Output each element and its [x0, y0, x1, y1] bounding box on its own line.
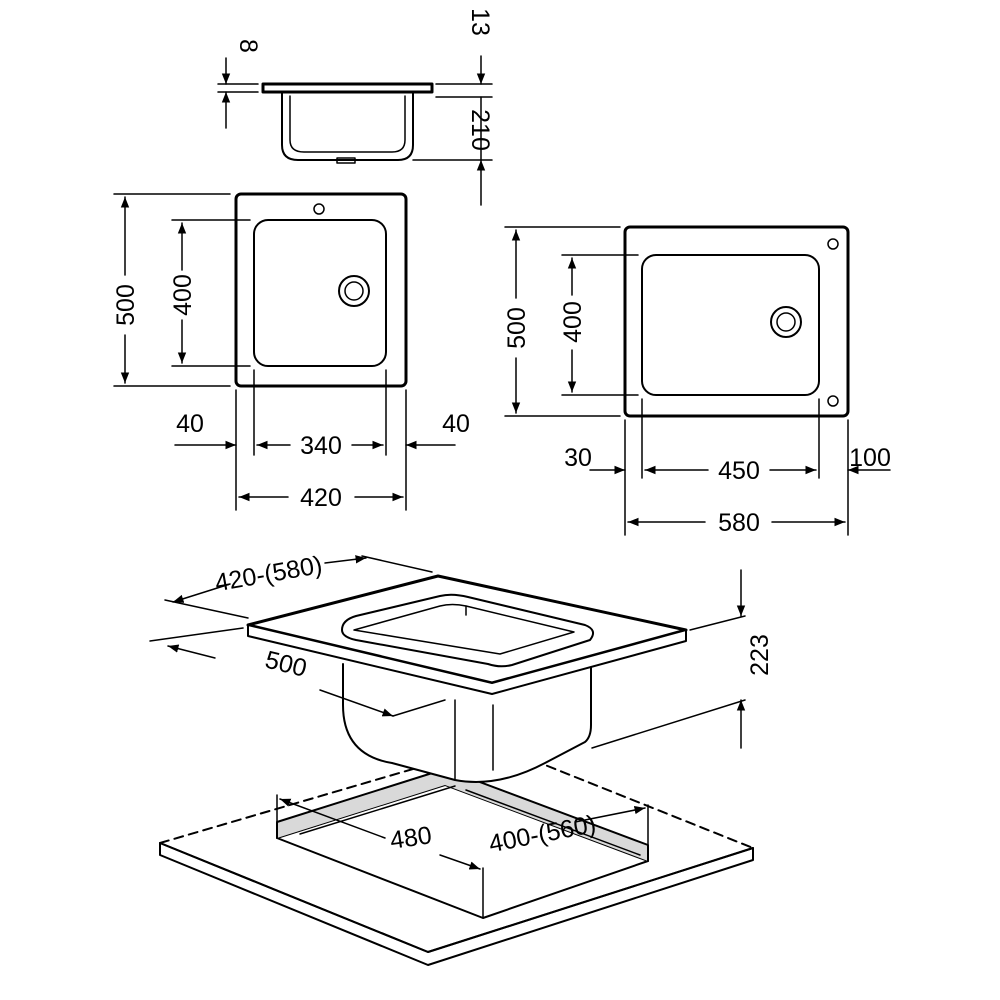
dim-label-450: 450 — [718, 457, 760, 485]
isometric-dimensions — [149, 555, 746, 749]
dim-label-13: 13 — [466, 8, 494, 36]
dim-label-40-left: 40 — [176, 410, 204, 438]
dim-label-500-right: 500 — [503, 307, 531, 349]
dim-label-420: 420 — [300, 484, 342, 512]
dim-label-30: 30 — [564, 444, 592, 472]
dim-label-100: 100 — [849, 444, 891, 472]
side-profile-view — [217, 55, 493, 206]
dim-label-480: 480 — [388, 821, 433, 855]
dim-label-40-right: 40 — [442, 410, 470, 438]
left-top-view — [113, 192, 456, 511]
dim-label-400-right: 400 — [559, 301, 587, 343]
dim-label-8: 8 — [234, 39, 262, 53]
isometric-sink — [246, 574, 688, 783]
dim-label-223: 223 — [746, 634, 774, 676]
right-top-view — [504, 225, 891, 536]
dim-label-500-iso: 500 — [262, 646, 309, 683]
dim-label-500-left: 500 — [112, 284, 140, 326]
dim-label-340: 340 — [300, 432, 342, 460]
dim-label-580: 580 — [718, 509, 760, 537]
dim-label-210: 210 — [466, 109, 494, 151]
dim-label-400-left: 400 — [169, 274, 197, 316]
dim-label-420-580: 420-(580) — [213, 551, 325, 597]
